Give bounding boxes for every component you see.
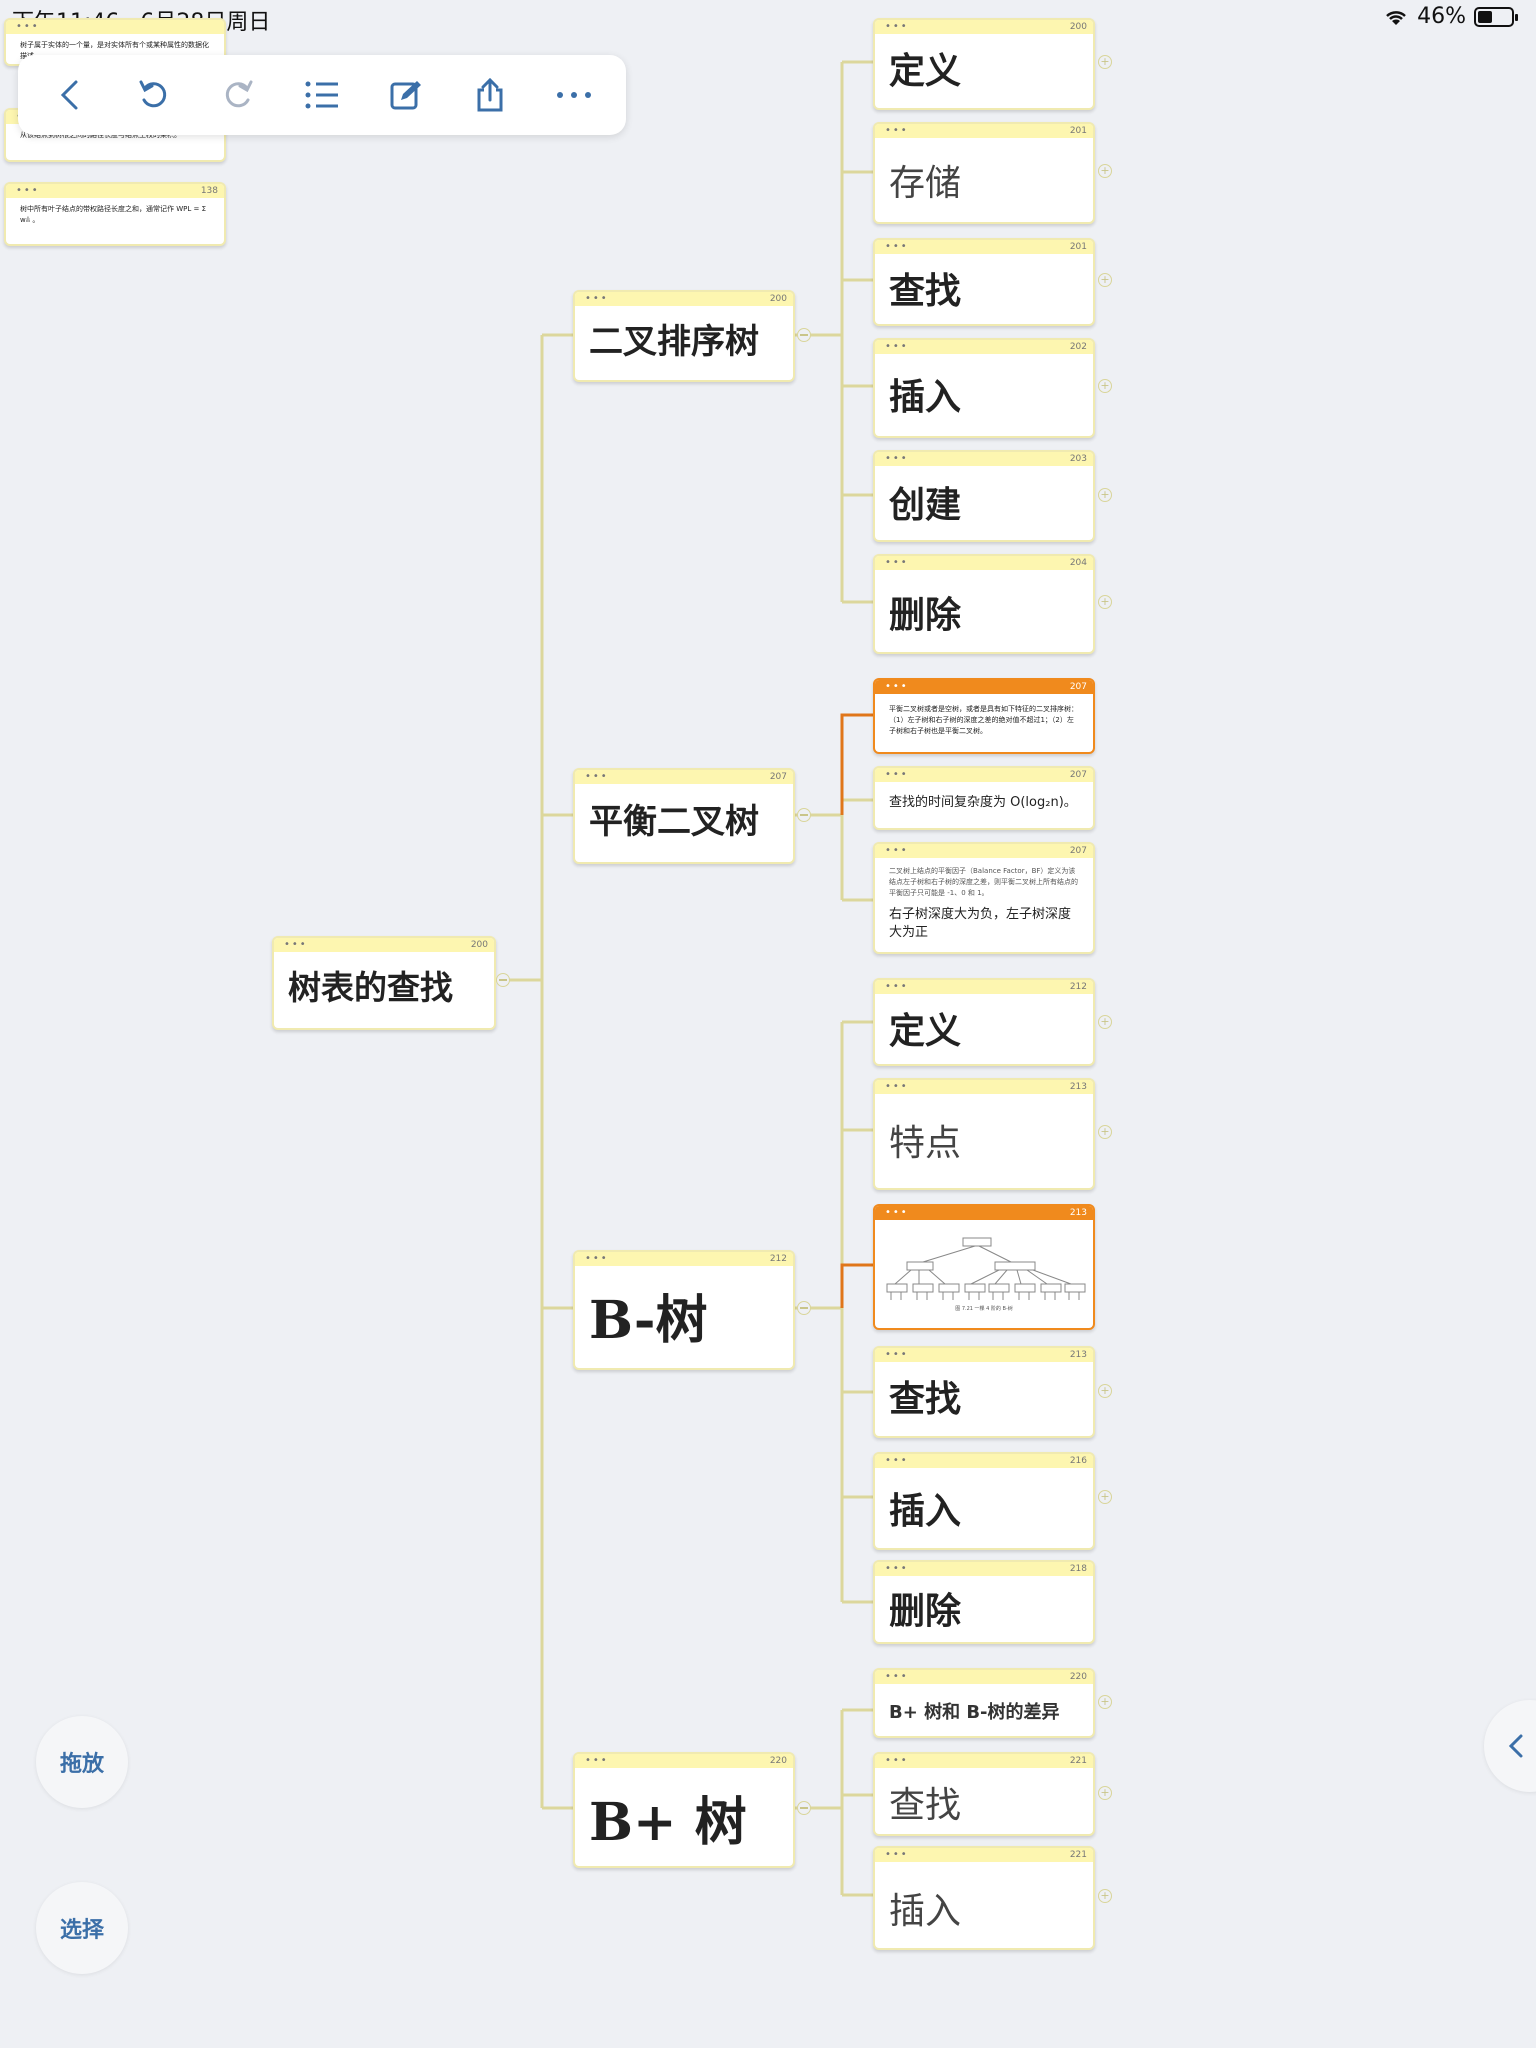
expand-plus-icon[interactable]: + [1098,1889,1112,1903]
node-label: B-树 [589,1290,708,1351]
leaf-node[interactable]: •••207 查找的时间复杂度为 O(log₂n)。 [873,766,1095,830]
toolbar [18,55,626,135]
leaf-node[interactable]: •••201 查找 [873,238,1095,326]
expand-plus-icon[interactable]: + [1098,1125,1112,1139]
expand-plus-icon[interactable]: + [1098,1786,1112,1800]
collapse-toggle[interactable] [797,808,811,822]
node-text: 右子树深度大为负，左子树深度大为正 [889,906,1072,940]
node-label: 查找 [889,271,962,312]
node-text: 平衡二叉树或者是空树，或者是具有如下特征的二叉排序树：（1）左子树和右子树的深度… [889,705,1078,736]
expand-plus-icon[interactable]: + [1098,55,1112,69]
leaf-node[interactable]: •••203 创建 [873,450,1095,542]
undo-icon [139,80,167,108]
note-text: 树中所有叶子结点的带权路径长度之和，通常记作 WPL = Σ wᵢlᵢ 。 [20,205,207,225]
leaf-node[interactable]: •••202 插入 [873,338,1095,438]
branch-node[interactable]: •••207 平衡二叉树 [573,768,795,864]
outline-button[interactable] [294,67,350,123]
battery-icon [1474,6,1518,27]
expand-plus-icon[interactable]: + [1098,1384,1112,1398]
leaf-node[interactable]: •••218 删除 [873,1560,1095,1644]
leaf-node[interactable]: •••221 插入 [873,1846,1095,1950]
leaf-node[interactable]: •••216 插入 [873,1452,1095,1550]
leaf-node-selected[interactable]: •••207 平衡二叉树或者是空树，或者是具有如下特征的二叉排序树：（1）左子树… [873,678,1095,754]
leaf-node[interactable]: •••207 二叉树上结点的平衡因子（Balance Factor，BF）定义为… [873,842,1095,954]
node-label: 插入 [889,1491,962,1532]
leaf-node[interactable]: •••220 B+ 树和 B-树的差异 [873,1668,1095,1738]
share-icon [477,77,503,112]
undo-button[interactable] [126,67,182,123]
more-icon [557,92,591,98]
select-button-label: 选择 [59,1918,104,1943]
battery-percentage: 46% [1417,4,1466,29]
branch-node[interactable]: •••212 B-树 [573,1250,795,1370]
node-text: 查找的时间复杂度为 O(log₂n)。 [889,795,1077,810]
collapse-toggle[interactable] [797,328,811,342]
expand-plus-icon[interactable]: + [1098,273,1112,287]
leaf-node[interactable]: •••201 存储 [873,122,1095,224]
status-bar-right: 46% [1383,4,1518,29]
leaf-node[interactable]: •••204 删除 [873,554,1095,654]
node-label: 查找 [889,1379,962,1420]
leaf-node[interactable]: •••213 特点 [873,1078,1095,1190]
collapse-toggle[interactable] [496,973,510,987]
expand-plus-icon[interactable]: + [1098,164,1112,178]
node-label: B+ 树和 B-树的差异 [889,1702,1060,1723]
node-label: B+ 树 [589,1792,747,1853]
expand-plus-icon[interactable]: + [1098,379,1112,393]
drag-button-label: 拖放 [59,1752,104,1777]
node-label: 查找 [889,1785,962,1826]
leaf-node[interactable]: •••213 查找 [873,1346,1095,1438]
leaf-node[interactable]: •••200 定义 [873,18,1095,110]
redo-icon [225,80,253,108]
node-label: 二叉排序树 [589,322,759,362]
back-icon [60,80,78,110]
branch-node[interactable]: •••220 B+ 树 [573,1752,795,1868]
leaf-node-selected[interactable]: •••213 图 7.21 一棵 4 阶的 B-树 [873,1204,1095,1330]
edit-icon [390,81,421,110]
node-label: 定义 [889,51,962,92]
note-card[interactable]: •••138 树中所有叶子结点的带权路径长度之和，通常记作 WPL = Σ wᵢ… [4,182,226,246]
node-label: 平衡二叉树 [589,802,759,842]
node-label: 创建 [889,485,962,526]
node-label: 树表的查找 [288,968,453,1007]
node-label: 插入 [889,1891,962,1932]
collapse-toggle[interactable] [797,1801,811,1815]
back-button[interactable] [42,67,98,123]
node-label: 特点 [889,1123,962,1164]
collapse-toggle[interactable] [797,1301,811,1315]
redo-button[interactable] [210,67,266,123]
expand-plus-icon[interactable]: + [1098,488,1112,502]
expand-plus-icon[interactable]: + [1098,1695,1112,1709]
note-text: 从该结点到树根之间的路径长度与结点上权的乘积。 [20,131,181,139]
expand-plus-icon[interactable]: + [1098,1490,1112,1504]
root-node[interactable]: •••200 树表的查找 [272,936,496,1030]
b-tree-diagram: 图 7.21 一棵 4 阶的 B-树 [886,1237,1086,1312]
edit-button[interactable] [378,67,434,123]
diagram-caption: 图 7.21 一棵 4 阶的 B-树 [955,1305,1013,1312]
outline-icon [305,81,338,109]
select-button[interactable]: 选择 [36,1882,128,1974]
node-label: 删除 [889,595,962,636]
leaf-node[interactable]: •••221 查找 [873,1752,1095,1836]
chevron-left-icon [1508,1734,1523,1758]
expand-plus-icon[interactable]: + [1098,595,1112,609]
more-button[interactable] [546,67,602,123]
expand-plus-icon[interactable]: + [1098,1015,1112,1029]
share-button[interactable] [462,67,518,123]
node-label: 插入 [889,377,962,418]
drag-button[interactable]: 拖放 [36,1716,128,1808]
wifi-icon [1386,10,1406,25]
node-label: 定义 [889,1011,962,1052]
leaf-node[interactable]: •••212 定义 [873,978,1095,1066]
branch-node[interactable]: •••200 二叉排序树 [573,290,795,382]
node-label: 删除 [889,1591,962,1632]
node-text-small: 二叉树上结点的平衡因子（Balance Factor，BF）定义为该结点左子树和… [889,867,1078,898]
node-label: 存储 [889,163,962,204]
